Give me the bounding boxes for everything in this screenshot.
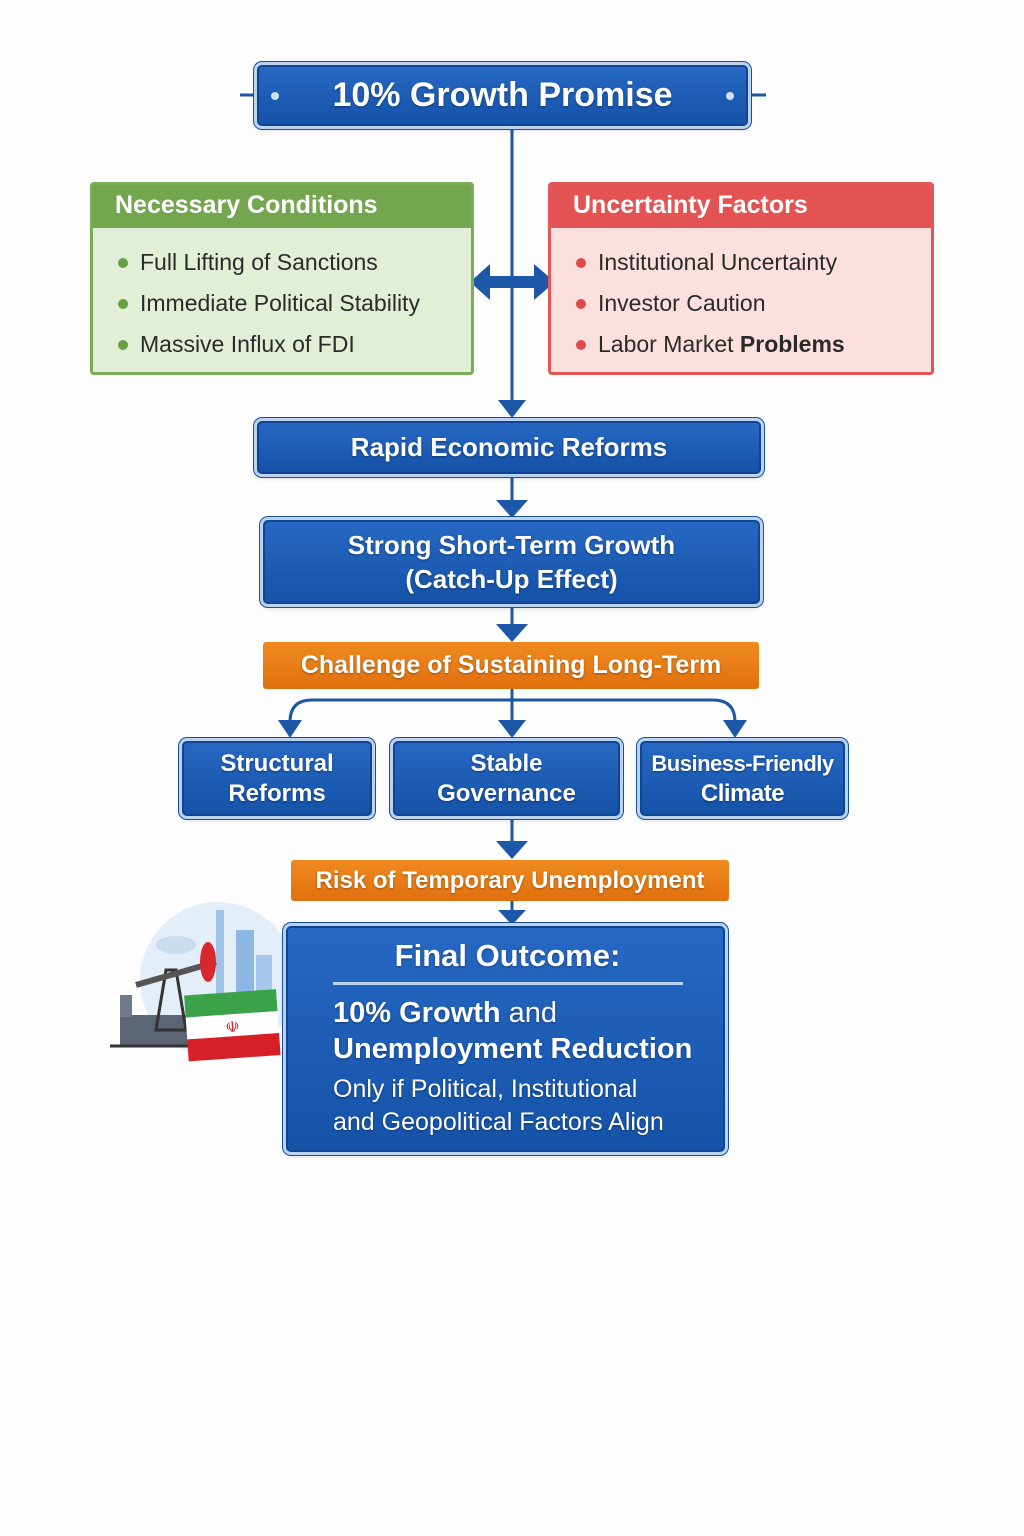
list-item: Labor Market Problems xyxy=(576,324,931,365)
risk-box: Risk of Temporary Unemployment xyxy=(291,860,729,901)
challenge-box: Challenge of Sustaining Long-Term xyxy=(263,642,759,689)
list-item: Investor Caution xyxy=(576,283,931,324)
branch-label: Stable xyxy=(470,749,543,777)
branch-label: Climate xyxy=(700,779,785,807)
final-bold: 10% Growth xyxy=(333,997,501,1029)
item-text: Massive Influx of FDI xyxy=(140,331,355,357)
final-line2: Unemployment Reduction xyxy=(333,1033,693,1065)
dot-icon xyxy=(726,92,734,100)
double-arrow-icon xyxy=(470,264,555,300)
item-text: Full Lifting of Sanctions xyxy=(140,249,378,275)
step-sublabel: (Catch-Up Effect) xyxy=(405,564,618,594)
branch-label: Governance xyxy=(437,779,576,807)
item-text: Labor Market xyxy=(598,331,734,357)
branch-label: Business-Friendly xyxy=(651,750,834,776)
final-condition: and Geopolitical Factors Align xyxy=(333,1108,664,1136)
panel-heading: Uncertainty Factors xyxy=(551,185,931,228)
bullet-icon xyxy=(118,339,128,350)
divider xyxy=(333,982,683,985)
bullet-icon xyxy=(576,339,586,350)
item-text: Institutional Uncertainty xyxy=(598,249,838,275)
short-term-growth-box: Strong Short-Term Growth (Catch-Up Effec… xyxy=(263,520,760,604)
step-label: Rapid Economic Reforms xyxy=(350,432,668,462)
bullet-icon xyxy=(576,298,586,309)
panel-heading: Necessary Conditions xyxy=(93,185,471,228)
final-outcome-box: Final Outcome: 10% Growth and Unemployme… xyxy=(286,926,725,1152)
bullet-icon xyxy=(118,257,128,268)
bullet-icon xyxy=(576,257,586,268)
rapid-reforms-box: Rapid Economic Reforms xyxy=(257,421,761,474)
list-item: Full Lifting of Sanctions xyxy=(118,242,471,283)
item-text: Immediate Political Stability xyxy=(140,290,420,316)
list-item: Massive Influx of FDI xyxy=(118,324,471,365)
item-text: Investor Caution xyxy=(598,290,766,316)
list-item: Immediate Political Stability xyxy=(118,283,471,324)
branch-label: Structural xyxy=(220,749,334,777)
step-label: Challenge of Sustaining Long-Term xyxy=(300,651,722,679)
branch-label: Reforms xyxy=(228,779,326,807)
step-label: Risk of Temporary Unemployment xyxy=(315,866,705,894)
list-item: Institutional Uncertainty xyxy=(576,242,931,283)
bullet-icon xyxy=(118,298,128,309)
item-text-bold: Problems xyxy=(739,331,845,357)
final-condition: Only if Political, Institutional xyxy=(333,1075,638,1103)
title-box: 10% Growth Promise xyxy=(257,65,748,126)
oil-city-flag-illustration: ☫ xyxy=(110,902,288,1062)
final-and: and xyxy=(500,997,558,1029)
uncertainty-factors-panel: Uncertainty Factors Institutional Uncert… xyxy=(548,182,934,375)
necessary-conditions-panel: Necessary Conditions Full Lifting of San… xyxy=(90,182,474,375)
step-label: Strong Short-Term Growth xyxy=(347,530,676,560)
dot-icon xyxy=(271,92,279,100)
svg-text:☫: ☫ xyxy=(225,1019,240,1037)
title: 10% Growth Promise xyxy=(332,76,673,114)
final-heading: Final Outcome: xyxy=(394,938,621,973)
